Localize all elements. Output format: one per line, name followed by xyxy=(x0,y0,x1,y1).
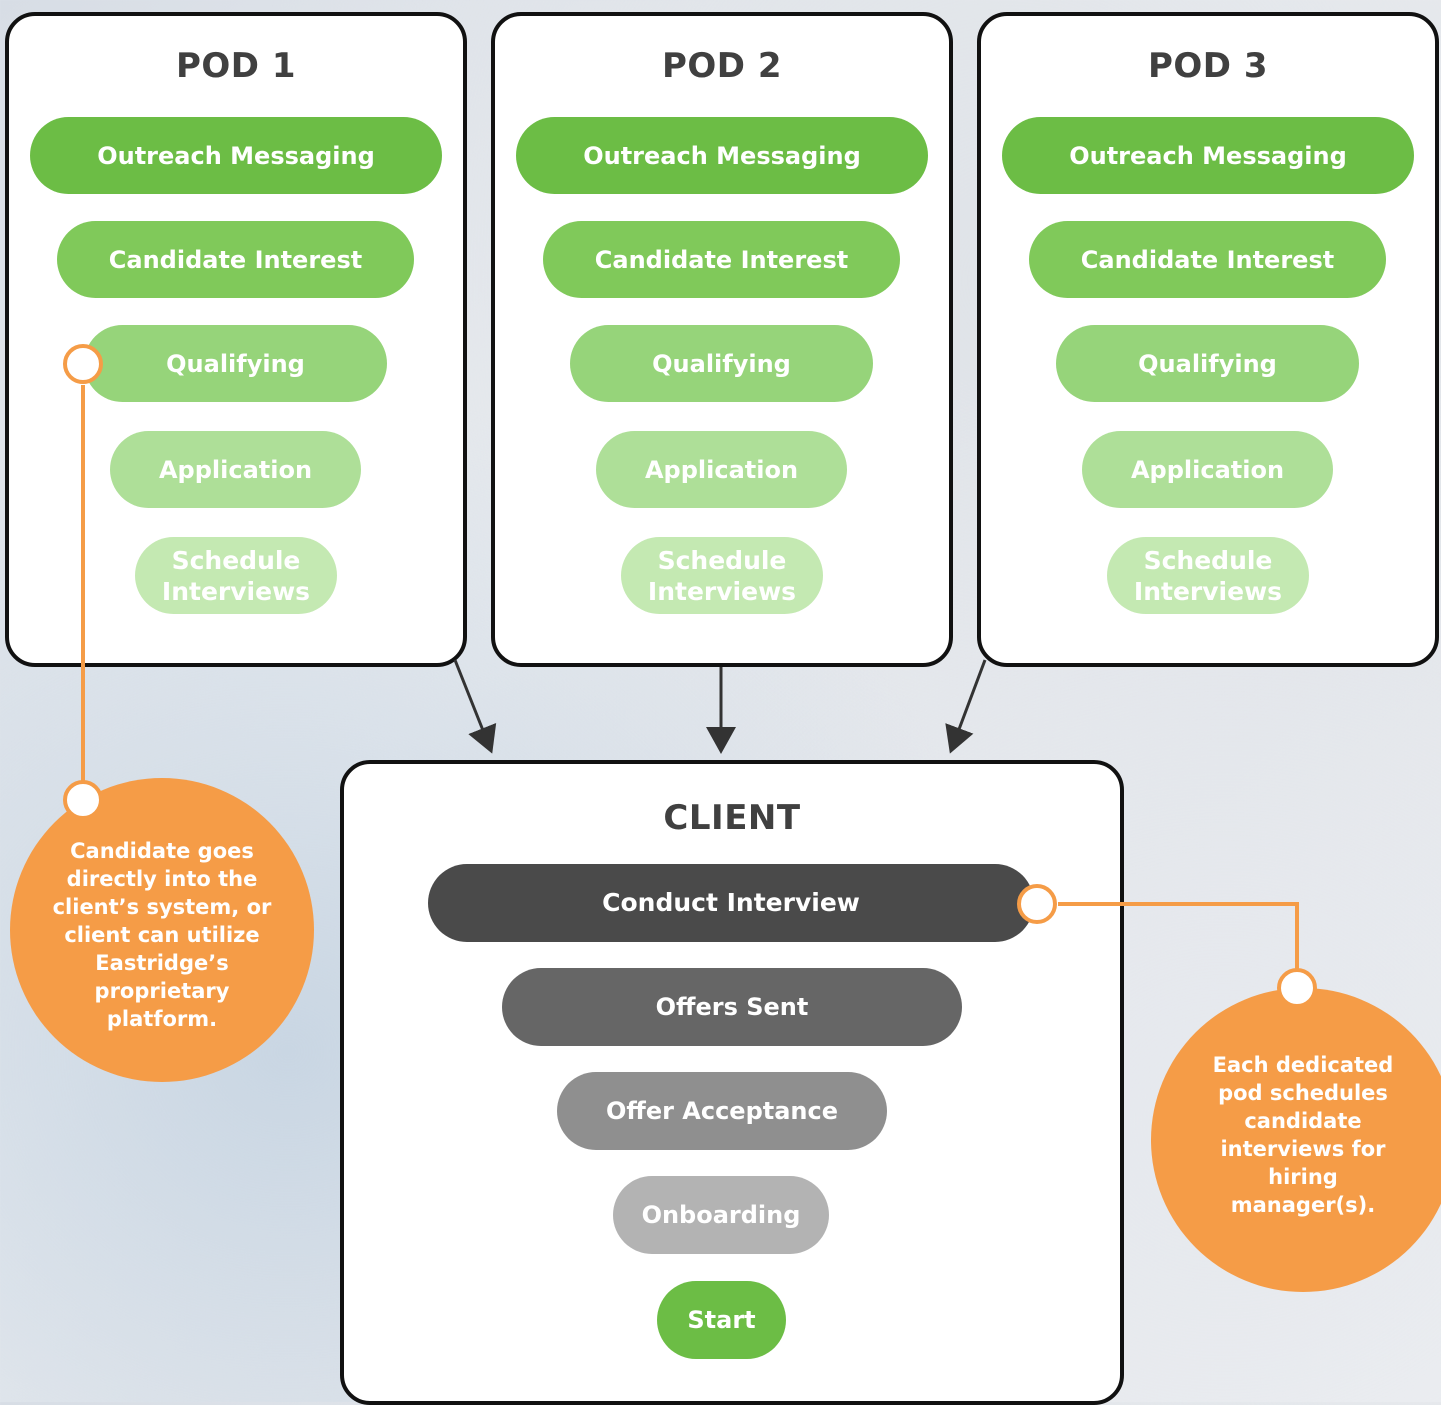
callout-left-node-top xyxy=(63,344,103,384)
pod-1-stage-3: Qualifying xyxy=(84,325,387,402)
pod-1-stage-4: Application xyxy=(110,431,361,508)
client-stage-5: Start xyxy=(657,1281,786,1359)
client-stage-5-label: Start xyxy=(687,1306,756,1334)
pod-3-stage-3: Qualifying xyxy=(1056,325,1359,402)
pod-2-stage-3: Qualifying xyxy=(570,325,873,402)
pod-1-stage-1-label: Outreach Messaging xyxy=(97,141,375,170)
arrow-pod1-to-client xyxy=(453,659,497,754)
callout-right-node-end xyxy=(1277,968,1317,1008)
pod-3-stage-1: Outreach Messaging xyxy=(1002,117,1414,194)
callout-right-text: Each dedicated pod schedules candidate i… xyxy=(1212,1053,1394,1217)
pod-2-stage-1-label: Outreach Messaging xyxy=(583,141,861,170)
pod-2-stage-2-label: Candidate Interest xyxy=(594,245,849,274)
pod-2-stage-3-label: Qualifying xyxy=(652,349,791,378)
pod-1-title: POD 1 xyxy=(175,46,297,86)
pod-1-stage-4-label: Application xyxy=(158,455,313,484)
callout-right-node-start xyxy=(1017,884,1057,924)
callout-left: Candidate goes directly into the client’… xyxy=(10,778,314,1082)
pod-2-stage-2: Candidate Interest xyxy=(543,221,900,298)
client-stage-2-label: Offers Sent xyxy=(655,993,809,1021)
pod-2-stage-1: Outreach Messaging xyxy=(516,117,928,194)
callout-left-node-bottom xyxy=(63,780,103,820)
callout-right: Each dedicated pod schedules candidate i… xyxy=(1151,988,1441,1292)
pod-1-stage-2: Candidate Interest xyxy=(57,221,414,298)
client-stage-1: Conduct Interview xyxy=(428,864,1034,942)
pod-3-stage-5: Schedule Interviews xyxy=(1107,537,1309,614)
pod-2-title: POD 2 xyxy=(661,46,783,86)
client-stage-4-label: Onboarding xyxy=(641,1201,801,1229)
pod-3-stage-3-label: Qualifying xyxy=(1138,349,1277,378)
client-stage-3: Offer Acceptance xyxy=(557,1072,887,1150)
pod-3-stage-4: Application xyxy=(1082,431,1333,508)
pod-1-stage-1: Outreach Messaging xyxy=(30,117,442,194)
pod-3-stage-1-label: Outreach Messaging xyxy=(1069,141,1347,170)
client-stage-3-label: Offer Acceptance xyxy=(605,1097,839,1125)
pod-3-title: POD 3 xyxy=(1147,46,1269,86)
client-stage-4: Onboarding xyxy=(613,1176,829,1254)
pod-2-stage-5-label: Schedule Interviews xyxy=(647,545,797,606)
pod-2-stage-5: Schedule Interviews xyxy=(621,537,823,614)
client-title: CLIENT xyxy=(663,798,801,838)
pod-1-stage-2-label: Candidate Interest xyxy=(108,245,363,274)
client-stage-2: Offers Sent xyxy=(502,968,962,1046)
callout-left-text: Candidate goes directly into the client’… xyxy=(52,839,272,1031)
pod-2-stage-4-label: Application xyxy=(644,455,799,484)
pod-1-stage-5: Schedule Interviews xyxy=(135,537,337,614)
arrow-pod3-to-client xyxy=(945,659,987,754)
pod-3-stage-5-label: Schedule Interviews xyxy=(1133,545,1283,606)
pod-2-stage-4: Application xyxy=(596,431,847,508)
pod-1-stage-5-label: Schedule Interviews xyxy=(161,545,311,606)
pod-3-stage-2: Candidate Interest xyxy=(1029,221,1386,298)
client-stage-1-label: Conduct Interview xyxy=(602,888,860,917)
pod-1-stage-3-label: Qualifying xyxy=(166,349,305,378)
pod-3-stage-2-label: Candidate Interest xyxy=(1080,245,1335,274)
pod-3-stage-4-label: Application xyxy=(1130,455,1285,484)
